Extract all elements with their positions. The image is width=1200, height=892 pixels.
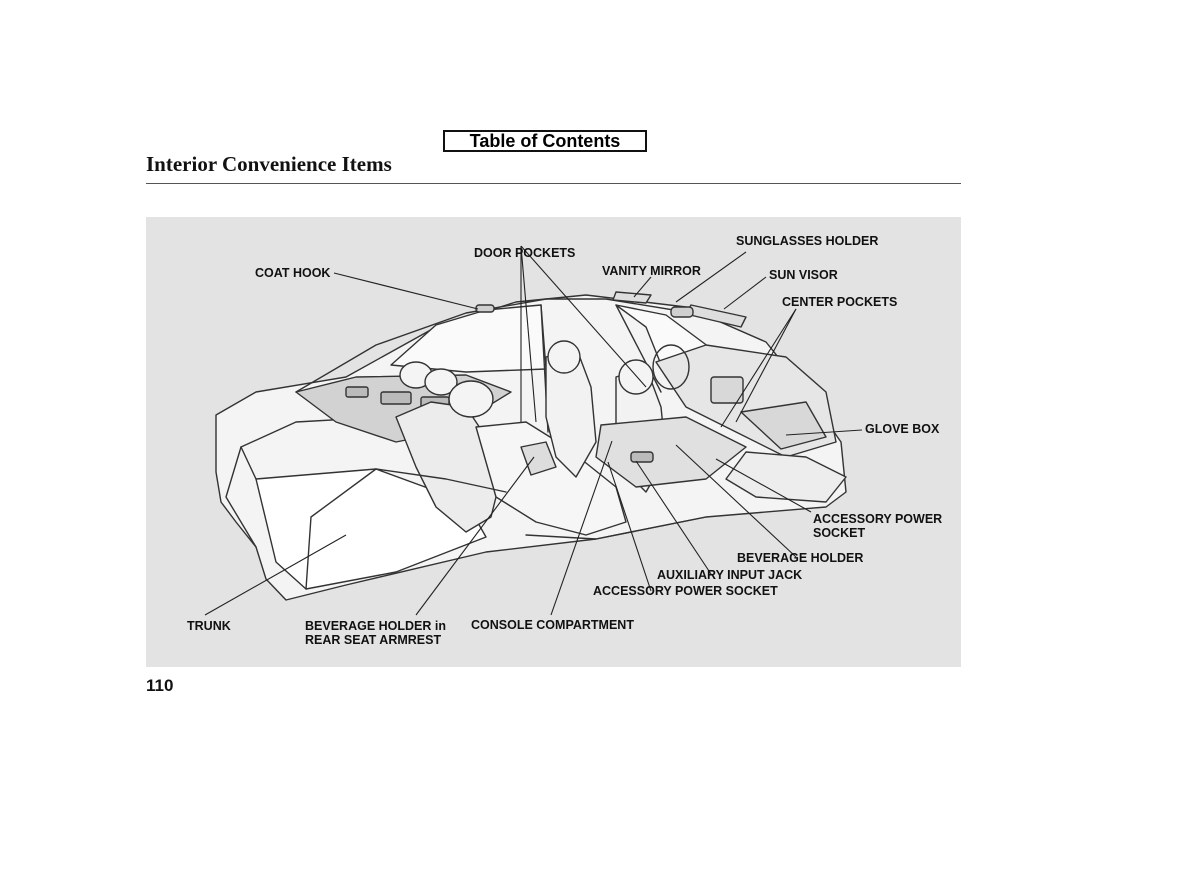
label-console-compartment: CONSOLE COMPARTMENT [471,618,634,632]
table-of-contents-button[interactable]: Table of Contents [443,130,647,152]
front-headrest-right [618,359,654,395]
label-beverage-holder-rear-armrest: BEVERAGE HOLDER in REAR SEAT ARMREST [305,619,446,647]
label-auxiliary-input-jack: AUXILIARY INPUT JACK [657,568,803,582]
label-accessory-power-socket: ACCESSORY POWER SOCKET [593,584,778,598]
label-accessory-power-socket-right-line1: ACCESSORY POWER [813,512,943,526]
label-center-pockets: CENTER POCKETS [782,295,898,309]
label-coat-hook: COAT HOOK [255,266,331,280]
glove-box-panel [740,401,827,450]
label-vanity-mirror: VANITY MIRROR [602,264,701,278]
center-console [595,416,747,488]
rear-view-mirror [670,306,694,318]
label-sun-visor: SUN VISOR [769,268,838,282]
label-accessory-power-socket-right: ACCESSORY POWER SOCKET [813,512,942,540]
rear-headrest-center [424,368,458,396]
rear-headrest-right [448,380,494,418]
label-trunk: TRUNK [187,619,231,633]
label-door-pockets: DOOR POCKETS [474,246,576,260]
label-sunglasses-holder: SUNGLASSES HOLDER [736,234,879,248]
label-accessory-power-socket-right-line2: SOCKET [813,526,866,540]
page-title: Interior Convenience Items [146,152,392,176]
label-beverage-holder-rear-line1: BEVERAGE HOLDER in [305,619,446,633]
steering-wheel [652,344,690,390]
label-beverage-holder-rear-line2: REAR SEAT ARMREST [305,633,442,647]
coat-hook-grip [475,304,495,313]
page-number: 110 [146,676,174,695]
label-beverage-holder: BEVERAGE HOLDER [737,551,864,565]
label-glove-box: GLOVE BOX [865,422,940,436]
front-headrest-left [547,340,581,374]
car-interior-illustration [204,245,863,616]
sun-visor-left [612,291,652,304]
front-door-panel [725,451,847,503]
title-divider [146,183,961,184]
interior-figure: DOOR POCKETS SUNGLASSES HOLDER COAT HOOK… [146,217,961,667]
trunk-floor [255,468,487,590]
